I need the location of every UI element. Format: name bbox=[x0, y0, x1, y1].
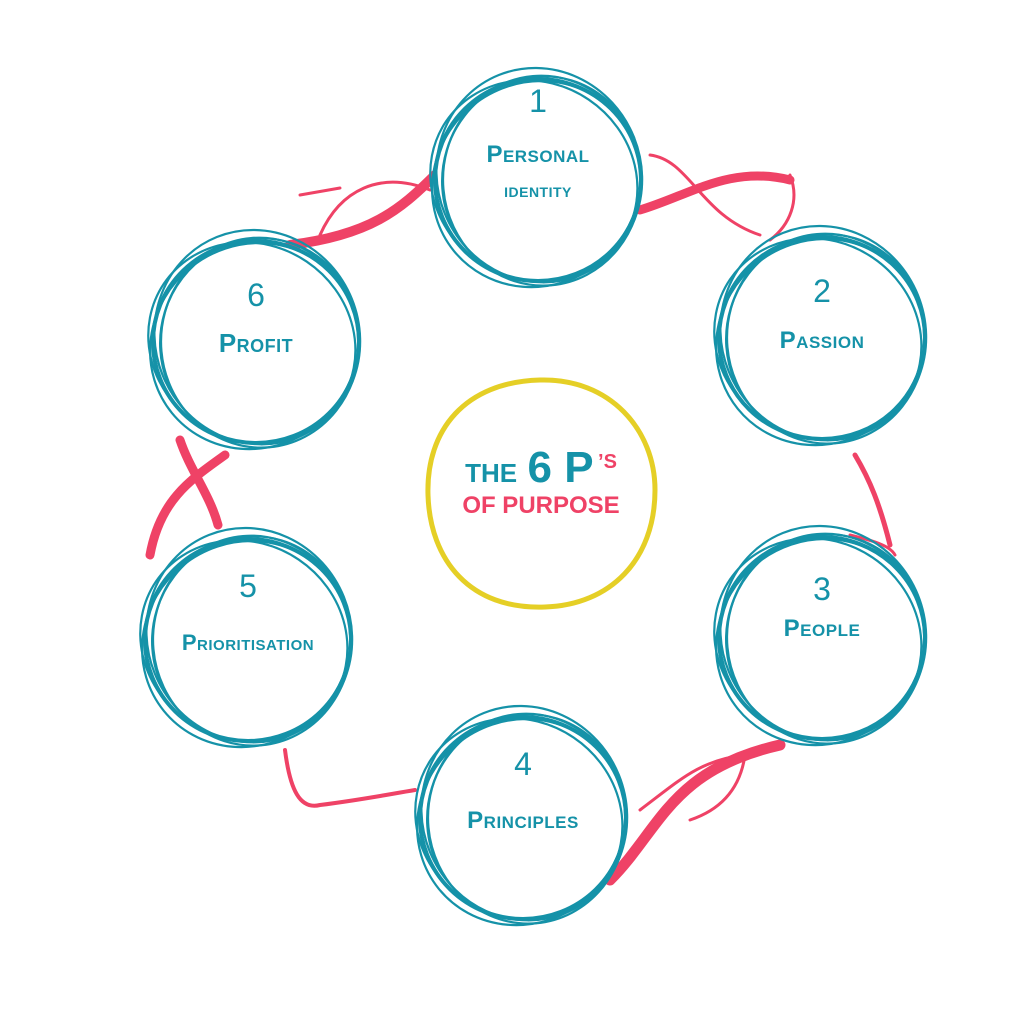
node-number: 6 bbox=[247, 277, 265, 313]
center-title-6p: 6 P bbox=[528, 443, 594, 492]
node-number: 2 bbox=[813, 273, 831, 309]
connector-3-4-thin bbox=[638, 753, 747, 822]
node-label: Principles bbox=[467, 807, 579, 834]
center-title-group: THE 6 P ’S OF PURPOSE bbox=[425, 377, 658, 610]
node-label: People bbox=[784, 615, 861, 642]
center-title-line2: OF PURPOSE bbox=[462, 492, 619, 519]
node-number: 4 bbox=[514, 746, 532, 782]
connector-ribbons bbox=[145, 153, 897, 886]
connector-2-3 bbox=[852, 452, 893, 548]
node-label: Passion bbox=[780, 327, 865, 354]
node-circle-stroke bbox=[145, 526, 354, 744]
node-circle-stroke bbox=[426, 712, 628, 925]
node-circle-stroke bbox=[420, 704, 629, 922]
node-circle-stroke bbox=[151, 534, 353, 747]
node-circle-stroke bbox=[725, 232, 927, 445]
connector-3-4 bbox=[604, 739, 786, 886]
node-circle-stroke bbox=[719, 524, 928, 742]
connector-1-2 bbox=[635, 171, 795, 215]
node-label: Profit bbox=[219, 328, 293, 358]
node-circle-stroke bbox=[153, 228, 362, 446]
connector-4-5 bbox=[283, 748, 417, 808]
node-number: 1 bbox=[529, 83, 547, 119]
connector-5-6 bbox=[175, 435, 223, 530]
node-label: Prioritisation bbox=[182, 630, 314, 655]
connector-2-3-thin bbox=[848, 533, 897, 557]
connector-5-6-cross bbox=[145, 450, 230, 560]
center-ring bbox=[425, 377, 658, 610]
node-label: identity bbox=[504, 180, 572, 202]
center-title-suffix: ’S bbox=[598, 451, 617, 473]
connector-1-6-thin bbox=[298, 180, 432, 237]
node-circle-stroke bbox=[725, 532, 927, 745]
node-number: 5 bbox=[239, 568, 257, 604]
node-label: Personal bbox=[486, 141, 589, 168]
node-circle-stroke bbox=[159, 236, 361, 449]
center-title-the: THE bbox=[465, 458, 517, 488]
node-circle-stroke bbox=[441, 74, 643, 287]
node-circle-stroke bbox=[435, 66, 644, 284]
node-number: 3 bbox=[813, 571, 831, 607]
center-title-line1: THE 6 P ’S bbox=[465, 443, 617, 492]
node-circle-stroke bbox=[719, 224, 928, 442]
